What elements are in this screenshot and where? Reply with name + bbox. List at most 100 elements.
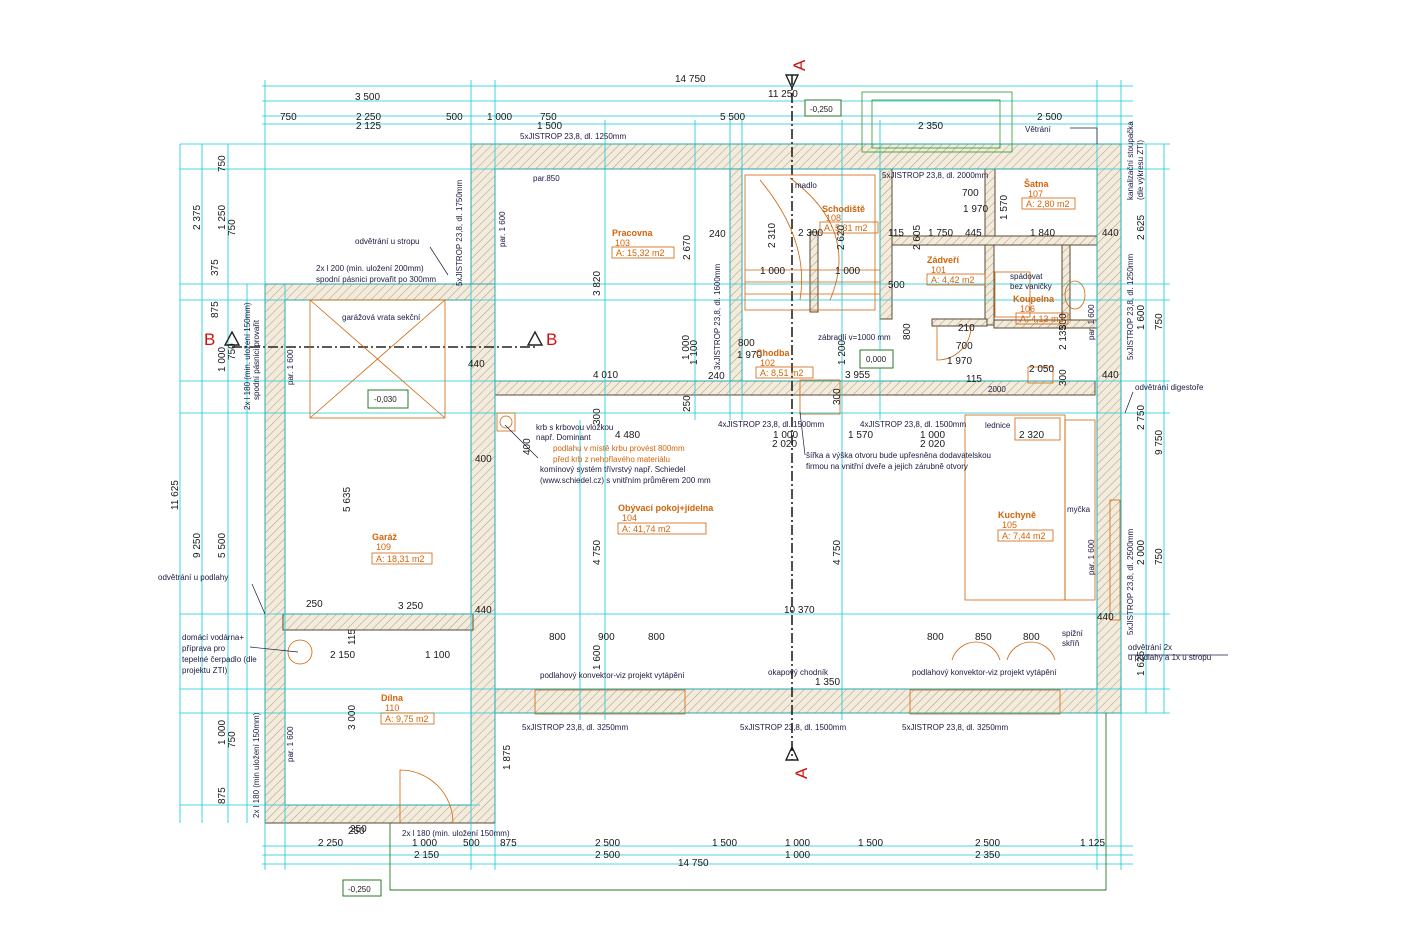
room-name: Pracovna [612, 228, 654, 238]
room-area: A: 7,44 m2 [1002, 531, 1046, 541]
room-name: Obývací pokoj+jídelna [618, 503, 714, 513]
room-satna: Šatna 107 A: 2,80 m2 [1021, 178, 1076, 210]
dim-top-1500: 1 500 [537, 121, 562, 132]
room-area: A: 18,31 m2 [376, 554, 425, 564]
dim-800f: 800 [1023, 632, 1040, 643]
dim-bot-1000c: 1 000 [785, 850, 810, 861]
dim-1875: 1 875 [502, 745, 513, 770]
dim-2300: 2 300 [798, 228, 823, 239]
dim-bot-2500b: 2 500 [975, 838, 1000, 849]
dim-1100: 1 100 [425, 650, 450, 661]
room-number: 107 [1028, 189, 1043, 199]
fixtures [287, 91, 1121, 824]
room-area: A: 15,32 m2 [616, 248, 665, 258]
dim-bot-1000b: 1 000 [785, 838, 810, 849]
dims-bottom: 2 250 250 1 000 500 875 2 500 1 500 1 00… [318, 826, 1105, 869]
room-number: 101 [931, 265, 946, 275]
dim-bot-1500a: 1 500 [712, 838, 737, 849]
room-area: A: 2,80 m2 [1026, 199, 1070, 209]
note-komin-2: (www.schiedel.cz) s vnitřním průměrem 20… [540, 476, 711, 485]
dim-300b: 300 [592, 408, 603, 425]
dims-right: 9 750 2 625 750 1 600 2 750 2 000 750 1 … [1136, 215, 1165, 676]
room-number: 105 [1002, 520, 1017, 530]
note-odvetrani-ustropu: odvětrání u stropu [355, 237, 419, 246]
dim-bot-2500c: 2 500 [595, 850, 620, 861]
dim-top-750a: 750 [280, 112, 297, 123]
dim-2620: 2 620 [836, 225, 847, 250]
room-name: Šatna [1024, 178, 1050, 189]
room-pracovna: Pracovna 103 A: 15,32 m2 [611, 228, 675, 259]
dim-1970a: 1 970 [963, 204, 988, 215]
dim-top-11250: 11 250 [768, 89, 798, 100]
section-a-top: A [790, 59, 809, 71]
note-spadovat-2: bez vaničky [1010, 282, 1052, 291]
dim-left-750d: 750 [227, 219, 238, 236]
dim-4480: 4 480 [615, 430, 640, 441]
dim-left-750b: 750 [227, 731, 238, 748]
dim-900: 900 [598, 632, 615, 643]
room-name: Dílna [381, 693, 404, 703]
dim-440d: 440 [475, 605, 492, 616]
dim-top-overall: 14 750 [675, 74, 706, 85]
room-number: 104 [622, 513, 637, 523]
dim-115a: 115 [888, 228, 904, 239]
dim-300c: 300 [832, 388, 843, 405]
dim-top-2500: 2 500 [1037, 112, 1062, 123]
dims-left: 11 625 2 375 375 875 1 000 750 9 250 5 5… [170, 155, 238, 804]
level-boxes [342, 99, 894, 897]
dim-800a: 800 [902, 323, 913, 340]
room-area: A: 41,74 m2 [622, 524, 671, 534]
note-jistrop-bot3: 5xJISTROP 23,8, dl. 3250mm [902, 723, 1008, 732]
note-jistrop-right2: 5xJISTROP 23,8, dl. 2500mm [1126, 529, 1135, 635]
dim-bot-875: 875 [500, 838, 517, 849]
note-jistrop-mid: 3xJISTROP 23,8, dl. 1600mm [713, 264, 722, 370]
note-lintel-garage2: spodní pásnici provařit [252, 319, 261, 400]
room-koupelna: Koupelna 106 A: 4,13 m2 [1013, 294, 1069, 325]
note-lintel2: spodní pásnici provařit po 300mm [316, 275, 436, 284]
note-sirka-2: firmou na vnitřní dveře a jejich zárubně… [806, 462, 968, 471]
note-jistrop-bot1: 5xJISTROP 23,8, dl. 3250mm [522, 723, 628, 732]
dim-left-overall: 11 625 [170, 480, 181, 510]
room-number: 103 [615, 238, 630, 248]
note-lintel-bottom: 2x l 180 (min. uložení 150mm) [402, 829, 510, 838]
room-zadveri: Zádveří 101 A: 4,42 m2 [926, 255, 986, 286]
dim-2605: 2 605 [912, 225, 923, 250]
dim-bot-2250: 2 250 [318, 838, 343, 849]
note-vodarna-2: příprava pro [182, 644, 226, 653]
dim-bot-1500b: 1 500 [858, 838, 883, 849]
dim-bot-1125: 1 125 [1080, 838, 1105, 849]
room-schodiste: Schodiště 108 A: 5,31 m2 [819, 204, 879, 234]
room-number: 106 [1020, 304, 1035, 314]
dim-300a: 300 [1058, 369, 1069, 386]
note-kanalizace-2: (dle výkresu ZTI) [1136, 140, 1145, 200]
dim-1570: 1 570 [999, 195, 1010, 220]
dim-bot-overall: 14 750 [678, 858, 709, 869]
dim-left-5500: 5 500 [217, 533, 228, 558]
grid-lines [179, 80, 1170, 870]
dim-2320: 2 320 [1019, 430, 1044, 441]
dim-115b: 115 [966, 374, 982, 385]
note-konvektor1: podlahový konvektor-viz projekt vytápění [540, 671, 685, 680]
dim-left-1000a: 1 000 [217, 347, 228, 372]
note-krb-1: krb s krbovou vložkou [536, 423, 613, 432]
dim-4750a: 4 750 [592, 540, 603, 565]
level-garage: -0,030 [374, 395, 397, 404]
note-par1600b: par. 1 600 [286, 349, 295, 385]
section-markers [223, 74, 800, 761]
room-name: Chodba [756, 348, 790, 358]
note-krb-orange-2: před krb z nehořlavého materiálu [553, 455, 670, 464]
note-vetrani: Větrání [1025, 125, 1052, 134]
dim-left-875b: 875 [217, 787, 228, 804]
section-b-right: B [546, 330, 557, 349]
note-madlo: madlo [795, 181, 817, 190]
dim-top-750b: 750 [540, 112, 557, 123]
dim-bot-2350: 2 350 [975, 850, 1000, 861]
inner-dims: 3 820 4 010 2 670 240 240 2 310 2 300 1 … [306, 188, 1119, 835]
room-labels: Pracovna 103 A: 15,32 m2 Schodiště 108 A… [371, 178, 1076, 725]
room-number: 108 [826, 213, 841, 223]
dim-2135: 2 135 [1058, 325, 1069, 350]
note-vodarna-3: tepelné čerpadlo (dle [182, 655, 257, 664]
note-par1600d: par. 1 600 [1087, 304, 1096, 340]
dim-4750b: 4 750 [832, 540, 843, 565]
note-2000: 2000 [988, 385, 1006, 394]
